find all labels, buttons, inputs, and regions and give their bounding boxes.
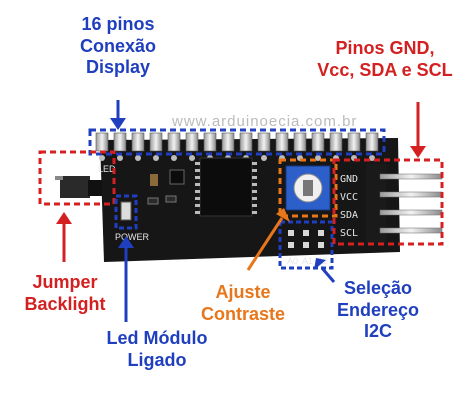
highlight-i2c-pins [332, 158, 444, 246]
label-led-modulo: Led Módulo Ligado [82, 328, 232, 371]
arrow-led [118, 236, 134, 322]
header-pin [257, 132, 271, 161]
i2c-pin [379, 191, 443, 198]
ic-chip [199, 157, 253, 217]
pin-label-sda: SDA [340, 210, 358, 221]
label-16-pinos-line1: 16 pinos [81, 14, 155, 34]
i2c-connector [366, 164, 386, 244]
i2c-pin [379, 173, 443, 180]
header-pin [365, 132, 379, 161]
capacitor [150, 174, 158, 186]
header-pin [113, 132, 127, 161]
address-pad-label-a0: A0 [287, 256, 298, 266]
label-pinos-gnd-line2: Vcc, SDA e SCL [317, 59, 453, 80]
ic-leg [252, 197, 257, 200]
ic-leg [195, 183, 200, 186]
pin-label-vcc: VCC [340, 192, 358, 203]
ic-leg [252, 176, 257, 179]
resistor [147, 197, 159, 205]
highlight-header-pins [88, 128, 386, 156]
pin-label-gnd: GND [340, 174, 358, 185]
arrow-pins16 [110, 100, 126, 130]
address-pad-label-a1: A1 [302, 256, 313, 266]
arrow-jumper [56, 212, 72, 262]
pin-label-scl: SCL [340, 228, 358, 239]
ic-leg [195, 169, 200, 172]
label-16-pinos-line2: Conexão [79, 35, 157, 56]
jumper-cap [88, 180, 102, 196]
resistor-2 [165, 195, 177, 203]
ic-leg [252, 211, 257, 214]
arrow-gnd [410, 102, 426, 158]
label-selecao-line2: Endereço [336, 299, 420, 320]
label-ajuste-contraste: Ajuste Contraste [188, 282, 298, 325]
highlight-jumper [38, 150, 116, 206]
label-led-line1: Led Módulo [106, 328, 208, 348]
address-pad [318, 230, 324, 236]
ic-leg [252, 162, 257, 165]
ic-leg [252, 190, 257, 193]
ic-leg [252, 204, 257, 207]
label-selecao-endereco: Seleção Endereço I2C [318, 278, 438, 343]
arrow-selecao [314, 258, 336, 283]
header-pin [311, 132, 325, 161]
header-pin [149, 132, 163, 161]
power-silk-label: POWER [115, 232, 150, 242]
label-selecao-line1: Seleção [343, 278, 413, 298]
label-jumper-line2: Backlight [24, 293, 106, 314]
potentiometer-body [285, 165, 331, 211]
ic-leg [252, 169, 257, 172]
header-pin [131, 132, 145, 161]
jumper-pin-top [55, 176, 63, 180]
ic-leg [195, 190, 200, 193]
address-pad [303, 230, 309, 236]
address-pads [288, 230, 324, 248]
label-led-line2: Ligado [127, 349, 187, 370]
ic-leg [195, 204, 200, 207]
ic-leg [195, 211, 200, 214]
address-pad [318, 242, 324, 248]
label-pinos-gnd: Pinos GND, Vcc, SDA e SCL [300, 38, 470, 81]
address-pad [303, 242, 309, 248]
i2c-pin [379, 209, 443, 216]
potentiometer-slot [303, 180, 313, 196]
power-led [120, 201, 132, 221]
transistor [169, 169, 185, 185]
label-16-pinos: 16 pinos Conexão Display [58, 14, 178, 79]
label-16-pinos-line3: Display [85, 57, 151, 78]
i2c-pin [379, 227, 443, 234]
label-pinos-gnd-line1: Pinos GND, [335, 38, 435, 58]
ic-leg [252, 183, 257, 186]
led-silk-label: LED [98, 164, 116, 174]
highlight-potentiometer [278, 158, 338, 218]
address-pad [288, 230, 294, 236]
label-ajuste-line2: Contraste [200, 303, 285, 324]
header-pin [167, 132, 181, 161]
highlight-power-led [114, 194, 138, 230]
watermark: www.arduinoecia.com.br [171, 113, 357, 130]
label-jumper-line1: Jumper [32, 272, 98, 292]
label-ajuste-line1: Ajuste [215, 282, 271, 302]
header-16-pins [95, 132, 379, 161]
address-pad [288, 242, 294, 248]
ic-leg [195, 197, 200, 200]
label-jumper-backlight: Jumper Backlight [10, 272, 120, 315]
label-selecao-line3: I2C [363, 321, 392, 342]
header-pin [185, 132, 199, 161]
jumper-block [60, 176, 90, 198]
ic-legs [195, 162, 257, 214]
ic-leg [195, 162, 200, 165]
ic-leg [195, 176, 200, 179]
highlight-address-pads [278, 220, 334, 270]
arrow-ajuste [246, 208, 290, 271]
